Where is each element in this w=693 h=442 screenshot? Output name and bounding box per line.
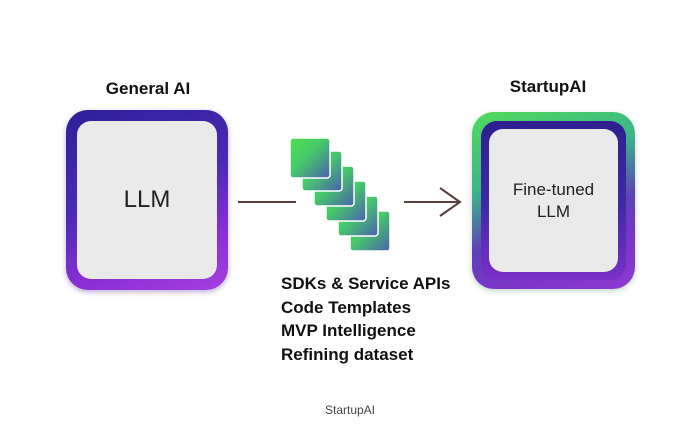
fine-tuned-llm-label: Fine-tuned LLM [489,129,618,272]
stack-card-0 [289,137,331,179]
input-item-sdks: SDKs & Service APIs [281,274,451,293]
llm-box-label: LLM [77,121,217,279]
card-stack [289,137,391,252]
fine-tuned-llm-box: Fine-tuned LLM [472,112,635,289]
input-item-refining-dataset: Refining dataset [281,344,414,364]
input-list: SDKs & Service APIs Code Templates MVP I… [281,272,481,366]
connector-line-left [238,201,296,203]
connector-line-right [404,201,460,203]
fine-tuned-label-line1: Fine-tuned [512,179,595,199]
fine-tuned-label-line2: LLM [536,201,571,221]
llm-box: LLM [66,110,228,290]
input-item-mvp-intelligence: MVP Intelligence [281,321,416,340]
input-item-code-templates: Code Templates [281,297,412,317]
image-caption: StartupAI [324,403,376,417]
chevron-right-icon [439,187,462,217]
startupai-title: StartupAI [509,77,587,96]
layered-cards-icon [289,137,391,252]
general-ai-title: General AI [105,79,191,98]
